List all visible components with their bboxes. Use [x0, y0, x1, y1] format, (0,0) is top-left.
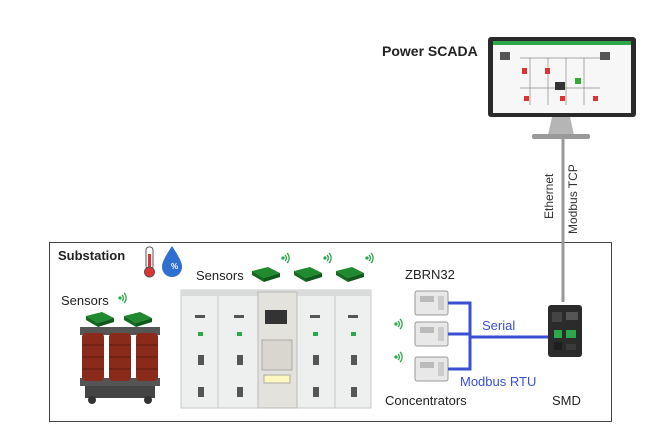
transformer-sensor-2 — [124, 312, 152, 327]
wireless-signal-icon — [118, 252, 403, 363]
humidity-drop-icon — [162, 246, 182, 277]
switchgear — [180, 289, 372, 409]
switchgear-sensor-3 — [336, 267, 364, 282]
switchgear-sensor-2 — [294, 267, 322, 282]
substation-boundary — [49, 242, 612, 422]
smd-device — [548, 305, 582, 357]
modbus-tcp-label: Modbus TCP — [566, 164, 580, 234]
humidity-unit: % — [171, 262, 179, 271]
sensors-left-label: Sensors — [61, 293, 109, 308]
transformer-sensor-1 — [86, 312, 114, 327]
concentrator-2 — [414, 321, 449, 347]
concentrators-label: Concentrators — [385, 393, 467, 408]
transformer — [80, 327, 160, 404]
serial-bus — [448, 301, 548, 371]
scada-monitor — [488, 37, 636, 139]
thermometer-icon — [144, 246, 155, 278]
sensors-top-label: Sensors — [196, 268, 244, 283]
serial-label: Serial — [482, 318, 516, 333]
ethernet-label: Ethernet — [542, 173, 556, 219]
substation-label: Substation — [58, 248, 126, 263]
power-scada-label: Power SCADA — [382, 43, 478, 59]
zbrn32-label: ZBRN32 — [405, 267, 455, 282]
concentrator-1 — [414, 290, 449, 316]
switchgear-sensor-1 — [252, 267, 280, 282]
modbus-rtu-label: Modbus RTU — [460, 374, 537, 389]
concentrator-3 — [414, 356, 449, 382]
smd-label: SMD — [552, 393, 581, 408]
